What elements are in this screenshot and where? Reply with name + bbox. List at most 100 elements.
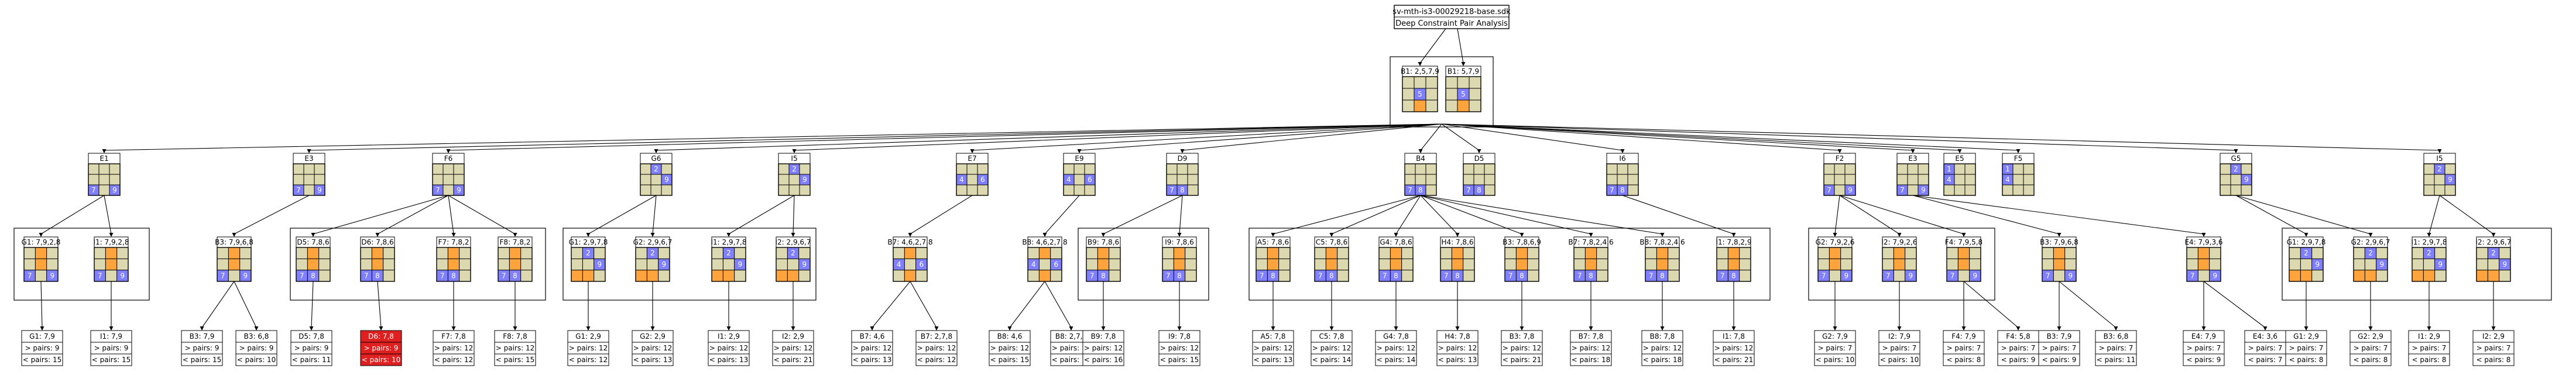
- grid-cell: [1668, 247, 1680, 259]
- grid-cell: [1958, 259, 1970, 270]
- grid-cell: [1964, 163, 1976, 175]
- grid-cell: [2230, 184, 2242, 196]
- leaf-label: H4: 7,8: [1445, 332, 1470, 340]
- grid-cell: [915, 270, 928, 282]
- edge-arrowhead: [2491, 233, 2496, 237]
- edge-arrowhead: [1897, 233, 1902, 237]
- cell-candidate: 9: [457, 186, 461, 194]
- leaf-gt-pairs: > pairs: 7: [1947, 344, 1981, 352]
- tree-edge: [234, 281, 257, 328]
- leaf-node: F8: 7,8> pairs: 12< pairs: 15: [494, 330, 536, 366]
- grid-cell: [2220, 174, 2231, 185]
- group-frame: [1248, 228, 1771, 301]
- grid-cell: [1337, 259, 1349, 270]
- grid-border: [360, 247, 395, 282]
- leaf-row: [90, 353, 132, 366]
- grid-cell: [2311, 270, 2324, 282]
- grid-border: [1606, 163, 1639, 196]
- grid-cell: [1627, 163, 1639, 175]
- leaf-node: I2: 7,9> pairs: 7< pairs: 10: [1878, 330, 1920, 366]
- leaf-row: [235, 353, 277, 366]
- grid-cell: [1829, 270, 1841, 282]
- tree-edge: [308, 123, 1442, 151]
- tree-edge: [2439, 195, 2494, 235]
- grid-cell: [1484, 184, 1495, 196]
- node-label: E3: [1908, 154, 1917, 163]
- node-label: I1: 7,8,2,9: [1716, 238, 1751, 246]
- leaf-node: B9: 7,8> pairs: 12< pairs: 16: [1082, 330, 1124, 366]
- leaf-node: E4: 7,9> pairs: 7< pairs: 9: [2183, 330, 2225, 366]
- grid-border: [23, 247, 59, 282]
- leaf-lt-pairs: < pairs: 15: [496, 356, 535, 364]
- leaf-lt-pairs: < pairs: 12: [917, 356, 956, 364]
- grid-cell: [94, 259, 106, 270]
- edge-arrowhead: [109, 233, 114, 237]
- group-frame: [290, 228, 546, 301]
- grid-cell: [1829, 247, 1841, 259]
- leaf-lt-pairs: < pairs: 8: [2354, 356, 2388, 364]
- grid-cell: [2488, 270, 2499, 282]
- leaf-node: B3: 6,8> pairs: 9< pairs: 10: [235, 330, 277, 366]
- grid-cell: [1627, 174, 1639, 185]
- node-label: E4: 7,9,3,6: [2184, 238, 2222, 246]
- grid-cell: [1256, 259, 1268, 270]
- node-label: E7: [968, 154, 976, 163]
- level2-node: I1: 2,9,7,829: [711, 236, 747, 282]
- edge-arrowhead: [1519, 326, 1524, 331]
- leaf-label: B3: 7,9: [2047, 332, 2072, 340]
- tree-edge: [1044, 195, 1080, 235]
- leaf-row: [2408, 353, 2450, 366]
- grid-cell: [2198, 270, 2210, 282]
- grid-cell: [2300, 270, 2312, 282]
- grid-cell: [571, 270, 583, 282]
- leaf-row: [1943, 353, 1985, 366]
- leaf-label: B8: 4,6: [997, 332, 1023, 340]
- grid-cell: [594, 247, 606, 259]
- leaf-lt-pairs: < pairs: 15: [92, 356, 131, 364]
- leaf-row: [181, 353, 223, 366]
- cell-candidate: 7: [296, 186, 301, 194]
- leaf-node: B3: 7,8> pairs: 12< pairs: 21: [1501, 330, 1543, 366]
- leaf-gt-pairs: > pairs: 11: [1052, 344, 1091, 352]
- edge-arrowhead: [870, 326, 874, 331]
- grid-border: [498, 247, 533, 282]
- grid-cell: [1278, 259, 1291, 270]
- cell-candidate: 7: [1444, 271, 1449, 280]
- grid-cell: [1050, 270, 1062, 282]
- leaf-node: G2: 2,9> pairs: 12< pairs: 13: [632, 330, 674, 366]
- edge-arrowhead: [726, 233, 731, 237]
- leaf-lt-pairs: < pairs: 21: [774, 356, 813, 364]
- grid-cell: [1573, 247, 1586, 259]
- node-label: E1: [100, 154, 108, 163]
- grid-border: [88, 163, 121, 196]
- node-label: I2: 2,9,6,7: [2475, 238, 2511, 246]
- leaf-lt-pairs: < pairs: 13: [853, 356, 892, 364]
- grid-cell: [1834, 163, 1846, 175]
- grid-cell: [98, 174, 110, 185]
- leaf-gt-pairs: > pairs: 9: [185, 344, 219, 352]
- tree-edge: [1395, 195, 1421, 235]
- tree-edge: [1834, 195, 1840, 235]
- edge-arrowhead: [1069, 326, 1073, 331]
- leaf-label: B3: 7,9: [190, 332, 215, 340]
- grid-cell: [1185, 270, 1197, 282]
- edge-arrowhead: [451, 233, 456, 237]
- grid-cell: [307, 259, 319, 270]
- grid-border: [1166, 163, 1199, 196]
- grid-cell: [239, 259, 252, 270]
- grid-cell: [2064, 259, 2077, 270]
- leaf-row: [1311, 353, 1353, 366]
- grid-cell: [2311, 247, 2324, 259]
- cell-candidate: 7: [1166, 271, 1171, 280]
- grid-cell: [293, 174, 304, 185]
- grid-cell: [2012, 163, 2024, 175]
- cell-candidate: 8: [1329, 271, 1334, 280]
- grid-cell: [1907, 174, 1919, 185]
- grid-cell: [711, 270, 723, 282]
- grid-cell: [1390, 259, 1402, 270]
